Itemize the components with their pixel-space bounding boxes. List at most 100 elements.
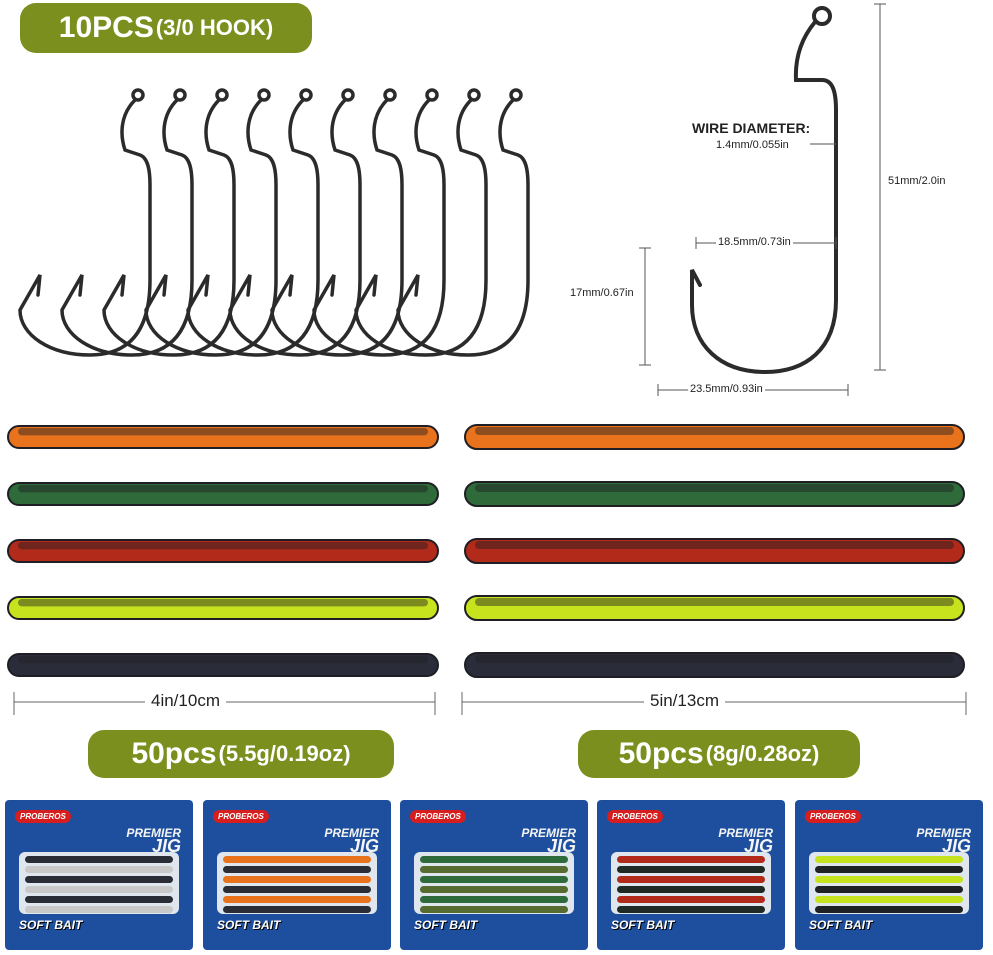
bait-stripe xyxy=(420,876,568,883)
hook-icon xyxy=(18,98,152,357)
bait-window xyxy=(414,852,574,914)
bait-stripe xyxy=(25,896,173,903)
bait-stripe xyxy=(420,896,568,903)
hook-eye xyxy=(425,88,439,102)
worm-bait xyxy=(7,596,439,620)
worm-stripe xyxy=(475,484,954,492)
bait-window xyxy=(611,852,771,914)
bait-stripe xyxy=(223,906,371,913)
hook-eye xyxy=(173,88,187,102)
worm-stripe xyxy=(18,485,428,493)
bait-stripe xyxy=(420,886,568,893)
hook-length-value: 51mm/2.0in xyxy=(888,175,946,187)
worm-stripe xyxy=(18,542,428,550)
hook-eye xyxy=(215,88,229,102)
long-pack-badge: 50pcs (8g/0.28oz) xyxy=(578,730,860,778)
hook-eye xyxy=(257,88,271,102)
worm-stripe xyxy=(475,655,954,663)
bait-stripe xyxy=(25,906,173,913)
bait-stripe xyxy=(815,866,963,873)
wire-diameter-label: WIRE DIAMETER: xyxy=(692,120,811,136)
worm-bait xyxy=(7,425,439,449)
hook-eye xyxy=(299,88,313,102)
single-hook-diagram xyxy=(639,3,886,396)
bait-stripe xyxy=(617,866,765,873)
bait-stripe xyxy=(420,856,568,863)
hook-icon xyxy=(312,98,446,357)
worm-bait xyxy=(7,653,439,677)
bait-stripe xyxy=(420,906,568,913)
bait-stripe xyxy=(815,906,963,913)
brand-logo: PROBEROS xyxy=(805,810,861,823)
bait-stripe xyxy=(815,856,963,863)
worm-stripe xyxy=(18,428,428,436)
hook-eye xyxy=(341,88,355,102)
soft-bait-label: SOFT BAIT xyxy=(217,918,281,932)
worm-bait xyxy=(7,539,439,563)
hook-icon xyxy=(396,98,530,357)
jig-label: JIG xyxy=(349,836,379,856)
hooks-illustration xyxy=(18,88,530,357)
wire-diameter-value: 1.4mm/0.055in xyxy=(716,139,789,151)
jig-label: JIG xyxy=(941,836,971,856)
hook-icon xyxy=(354,98,488,357)
hook-count-badge: 10PCS (3/0 HOOK) xyxy=(20,3,312,53)
bait-window xyxy=(809,852,969,914)
short-pack-count: 50pcs xyxy=(131,737,217,770)
bait-stripe xyxy=(223,886,371,893)
bait-stripe xyxy=(815,886,963,893)
bait-stripe xyxy=(617,856,765,863)
hook-eye xyxy=(383,88,397,102)
worm-bait xyxy=(464,424,965,450)
premier-label: PREMIER xyxy=(521,826,576,840)
soft-bait-label: SOFT BAIT xyxy=(611,918,675,932)
bait-stripe xyxy=(25,876,173,883)
hook-icon xyxy=(60,98,194,357)
worm-bait xyxy=(464,481,965,507)
hook-size-label: (3/0 HOOK) xyxy=(155,15,274,40)
bait-stripe xyxy=(815,896,963,903)
bait-stripe xyxy=(815,876,963,883)
bait-window xyxy=(217,852,377,914)
bait-stripe xyxy=(25,856,173,863)
worm-stripe xyxy=(18,656,428,664)
worm-bait xyxy=(464,595,965,621)
bait-stripe xyxy=(25,866,173,873)
bait-stripe xyxy=(617,906,765,913)
premier-label: PREMIER xyxy=(324,826,379,840)
jig-label: JIG xyxy=(743,836,773,856)
short-worm-length: 4in/10cm xyxy=(145,691,226,711)
short-pack-badge: 50pcs (5.5g/0.19oz) xyxy=(88,730,394,778)
soft-bait-label: SOFT BAIT xyxy=(19,918,83,932)
bait-stripe xyxy=(223,866,371,873)
bait-stripe xyxy=(223,896,371,903)
long-pack-weight: (8g/0.28oz) xyxy=(705,741,820,766)
hook-count-label: 10PCS xyxy=(58,11,154,44)
soft-bait-label: SOFT BAIT xyxy=(809,918,873,932)
brand-logo: PROBEROS xyxy=(410,810,466,823)
worms-illustration xyxy=(7,424,967,715)
hook-bend-height-value: 17mm/0.67in xyxy=(570,287,634,299)
jig-label: JIG xyxy=(546,836,576,856)
hook-gap-value: 18.5mm/0.73in xyxy=(716,236,793,248)
hook-eye xyxy=(467,88,481,102)
jig-label: JIG xyxy=(151,836,181,856)
bait-stripe xyxy=(25,886,173,893)
bait-stripe xyxy=(617,896,765,903)
bait-stripe xyxy=(617,886,765,893)
worm-bait xyxy=(464,652,965,678)
hook-eye xyxy=(509,88,523,102)
bait-stripe xyxy=(617,876,765,883)
worm-stripe xyxy=(475,541,954,549)
brand-logo: PROBEROS xyxy=(607,810,663,823)
worm-stripe xyxy=(475,427,954,435)
bait-stripe xyxy=(223,876,371,883)
bait-stripe xyxy=(223,856,371,863)
soft-bait-label: SOFT BAIT xyxy=(414,918,478,932)
bait-stripe xyxy=(420,866,568,873)
